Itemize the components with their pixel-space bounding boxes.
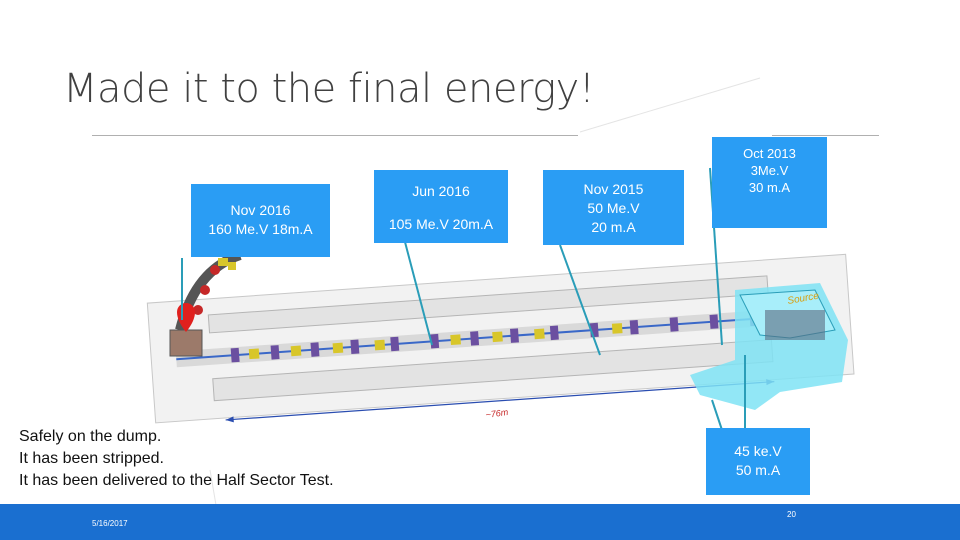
title-rule-right — [772, 135, 879, 136]
callout-jun-2016-energy: 105 Me.V 20m.A — [388, 216, 494, 232]
slide-title: Made it to the final energy! — [63, 66, 595, 112]
callout-oct-2013-current: 30 m.A — [748, 180, 791, 195]
callout-jun-2016: Jun 2016 105 Me.V 20m.A — [374, 170, 508, 243]
source-label: Source — [787, 291, 821, 307]
callout-nov-2015: Nov 2015 50 Me.V 20 m.A — [543, 170, 684, 245]
status-note-2: It has been stripped. — [19, 450, 164, 467]
callout-oct-2013-date: Oct 2013 — [743, 146, 796, 161]
callout-oct-2013: Oct 2013 3Me.V 30 m.A — [712, 137, 827, 228]
title-rule — [92, 135, 578, 136]
callout-source-current: 50 m.A — [735, 462, 781, 478]
callout-nov-2015-current: 20 m.A — [591, 219, 636, 235]
callout-nov-2016-date: Nov 2016 — [230, 202, 291, 218]
callout-source: 45 ke.V 50 m.A — [706, 428, 810, 495]
callout-nov-2015-date: Nov 2015 — [583, 181, 644, 197]
callout-nov-2016: Nov 2016 160 Me.V 18m.A — [191, 184, 330, 257]
page-number: 20 — [787, 510, 796, 519]
callout-nov-2015-energy: 50 Me.V — [587, 200, 640, 216]
status-note-3: It has been delivered to the Half Sector… — [19, 472, 334, 489]
footer-bar — [0, 504, 960, 540]
length-label: ~76m — [485, 407, 509, 420]
footer-date: 5/16/2017 — [92, 519, 128, 528]
status-note-1: Safely on the dump. — [19, 428, 162, 445]
callout-source-energy: 45 ke.V — [734, 443, 782, 459]
callout-jun-2016-date: Jun 2016 — [412, 183, 470, 199]
status-notes: Safely on the dump. It has been stripped… — [19, 426, 334, 492]
callout-nov-2016-energy: 160 Me.V 18m.A — [208, 221, 313, 237]
callout-oct-2013-energy: 3Me.V — [750, 163, 789, 178]
